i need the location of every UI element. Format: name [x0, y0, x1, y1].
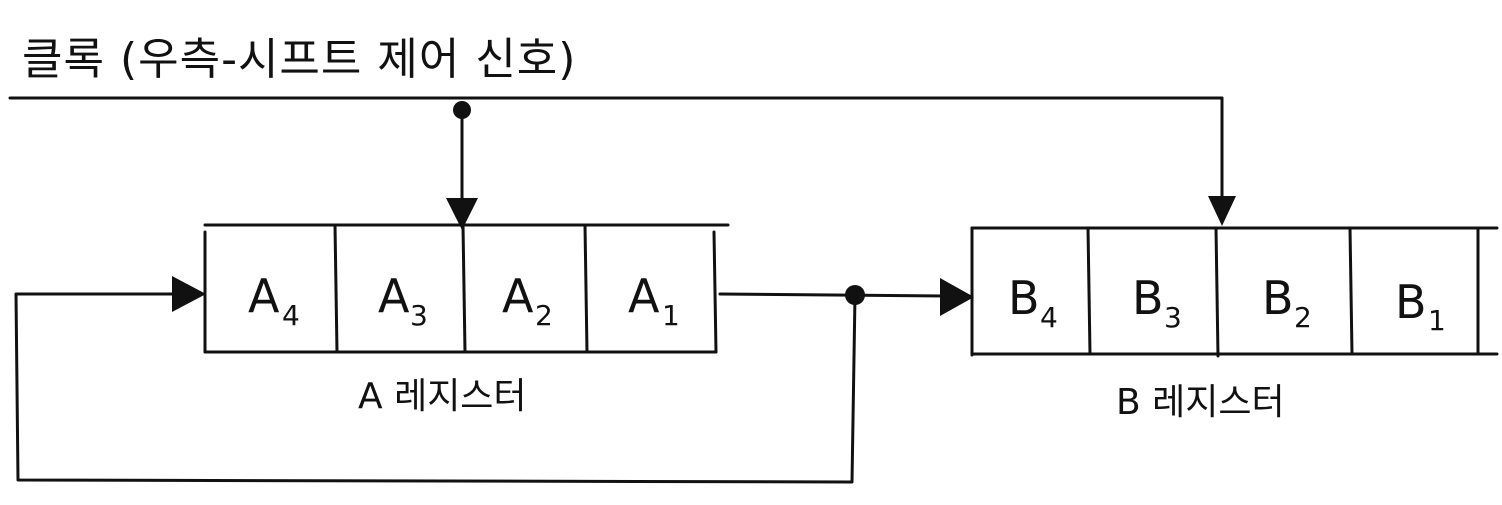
- a-to-b-arrow-icon: [940, 278, 974, 316]
- clock-arrow-a-icon: [446, 198, 478, 230]
- register-b-divider: [1214, 226, 1220, 358]
- register-a-cell-letter: A: [378, 269, 410, 323]
- clock-arrow-b-icon: [1208, 196, 1236, 226]
- register-a-cell-index: 3: [410, 299, 428, 332]
- register-b-cell-letter: B: [1262, 271, 1294, 325]
- register-b: B 4 B 3 B 2 B 1: [970, 226, 1499, 358]
- register-b-cell-letter: B: [1395, 275, 1427, 329]
- register-a-cell-letter: A: [248, 269, 280, 323]
- a-input-arrow-icon: [172, 276, 206, 312]
- register-b-divider: [1348, 226, 1354, 356]
- register-a-divider: [333, 223, 339, 354]
- register-b-divider: [1086, 226, 1092, 356]
- register-b-cell-index: 4: [1040, 301, 1058, 334]
- register-b-cell-index: 3: [1164, 301, 1182, 334]
- register-b-cell-index: 1: [1428, 304, 1446, 337]
- register-a-caption: A 레지스터: [358, 376, 527, 417]
- clock-label: 클록 (우측-시프트 제어 신호): [22, 34, 576, 85]
- register-b-caption: B 레지스터: [1116, 382, 1285, 423]
- register-b-cell-index: 2: [1294, 301, 1312, 334]
- register-a-divider: [461, 223, 467, 354]
- register-a-cell-index: 2: [535, 299, 553, 332]
- register-a-cell-letter: A: [628, 269, 660, 323]
- a-to-b-wire: [718, 292, 947, 298]
- register-a-divider: [583, 223, 589, 354]
- register-a: A 4 A 3 A 2 A 1: [203, 223, 730, 354]
- register-b-cell-letter: B: [1132, 271, 1164, 325]
- register-a-right-border: [712, 230, 718, 354]
- register-a-cell-index: 4: [282, 299, 300, 332]
- register-b-cell-letter: B: [1008, 271, 1040, 325]
- register-a-cell-index: 1: [662, 299, 680, 332]
- register-a-cell-letter: A: [502, 269, 534, 323]
- feedback-loop-wire: [14, 292, 857, 484]
